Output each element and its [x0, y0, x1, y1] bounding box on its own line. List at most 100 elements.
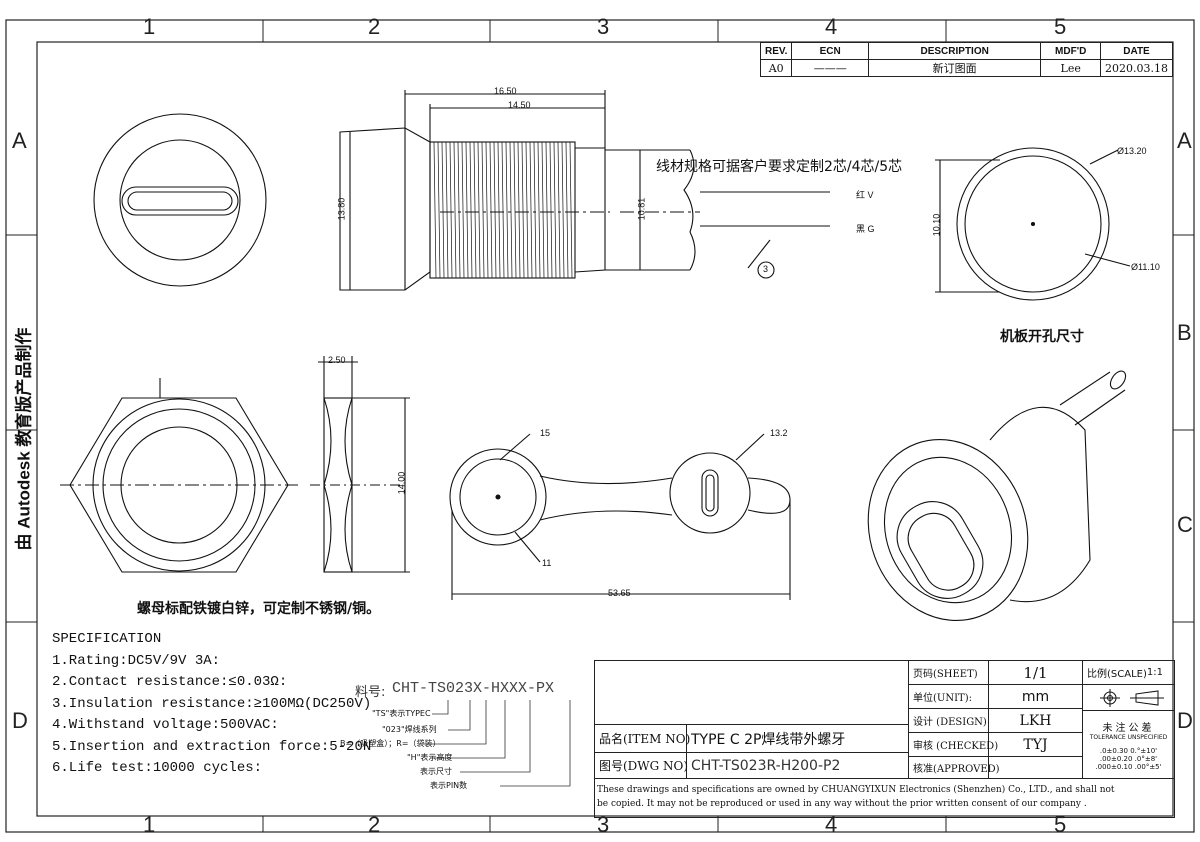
revision-table: REV. ECN DESCRIPTION MDF'D DATE A0 ——— 新…	[759, 42, 1173, 77]
grid-col-2: 2	[368, 14, 381, 39]
spec-item: 5.Insertion and extraction force:5-20N	[52, 738, 372, 755]
grid-col-1-bottom: 1	[143, 812, 156, 837]
dust-cap-view	[449, 433, 791, 600]
thread-line	[477, 141, 481, 279]
spec-title: SPECIFICATION	[52, 631, 162, 647]
dim-16-50: 16.50	[494, 86, 517, 96]
thread-line	[521, 141, 525, 279]
title-block: 品名(ITEM NO) TYPE C 2P焊线带外螺牙 图号(DWG NO) C…	[594, 660, 1175, 818]
legend-023: "023"焊线系列	[382, 725, 437, 734]
item-label: 品名(ITEM NO)	[595, 725, 690, 753]
copyright-line-1: These drawings and specifications are ow…	[597, 785, 1115, 795]
hex-nut-front-view	[60, 378, 298, 573]
dim-11: 11	[542, 558, 552, 568]
grid-col-5-bottom: 5	[1054, 812, 1067, 837]
thread-line	[517, 141, 521, 279]
dwg-value: CHT-TS023R-H200-P2	[687, 753, 909, 779]
thread-line	[537, 141, 541, 279]
panel-cut-title: 机板开孔尺寸	[1000, 329, 1084, 345]
nut-material-note: 螺母标配铁镀白锌，可定制不锈钢/铜。	[137, 601, 381, 617]
thread-line	[433, 141, 437, 279]
thread-line	[533, 141, 537, 279]
legend-pins: 表示PIN数	[430, 781, 468, 790]
legend-height: "H"表示高度	[407, 753, 453, 762]
grid-row-b-right: B	[1177, 320, 1192, 345]
thread-line	[473, 141, 477, 279]
wire-black-label: 黑 G	[856, 224, 875, 234]
grid-row-c-right: C	[1177, 512, 1193, 537]
title-blank	[595, 661, 909, 725]
grid-col-4-bottom: 4	[825, 812, 838, 837]
grid-col-1: 1	[143, 14, 156, 39]
thread-line	[545, 141, 549, 279]
item-value: TYPE C 2P焊线带外螺牙	[687, 725, 909, 753]
thread-line	[445, 141, 449, 279]
sheet-label: 页码(SHEET)	[909, 661, 989, 685]
ecn-value: ———	[791, 59, 869, 77]
legend-size: 表示尺寸	[420, 767, 452, 776]
unit-label: 单位(UNIT):	[909, 685, 989, 709]
dim-2-50: 2.50	[328, 355, 346, 365]
tolerance-sub: TOLERANCE UNSPECIFIED	[1089, 733, 1168, 741]
thread-line	[493, 141, 497, 279]
tolerance-title: 未注公差	[1102, 722, 1155, 734]
spec-item: 6.Life test:10000 cycles:	[52, 760, 263, 776]
dim-14-50: 14.50	[508, 100, 531, 110]
thread-line	[465, 141, 469, 279]
thread-line	[505, 141, 509, 279]
design-value: LKH	[989, 709, 1083, 733]
thread-line	[437, 141, 441, 279]
tolerance-line: .0±0.30 0.°±10'	[1099, 746, 1158, 755]
approved-value	[989, 757, 1083, 779]
scale-cell: 比例(SCALE)1:1	[1083, 661, 1174, 685]
spec-item: 1.Rating:DC5V/9V 3A:	[52, 652, 221, 669]
spec-item: 3.Insulation resistance:≥100MΩ(DC250V)	[52, 695, 372, 712]
thread-line	[441, 141, 445, 279]
approved-label: 核准(APPROVED)	[909, 757, 1000, 779]
sheet-value: 1/1	[989, 661, 1083, 685]
thread-line	[509, 141, 513, 279]
rev-header-rev: REV.	[759, 42, 793, 60]
thread-line	[469, 141, 473, 279]
dim-15: 15	[540, 428, 551, 438]
unit-value: mm	[989, 685, 1083, 709]
checked-label: 审核 (CHECKED)	[909, 733, 998, 757]
dim-13-20: Ø13.20	[1117, 146, 1147, 156]
grid-col-3: 3	[597, 14, 610, 39]
thread-line	[501, 141, 505, 279]
thread-line	[541, 141, 545, 279]
thread-line	[553, 141, 557, 279]
thread-line	[457, 141, 461, 279]
thread-line	[513, 141, 517, 279]
thread-line	[489, 141, 493, 279]
thread-line	[569, 141, 573, 279]
tolerance-line: .00±0.20 .0°±8'	[1099, 754, 1158, 763]
grid-col-4: 4	[825, 14, 838, 39]
dwg-label: 图号(DWG NO)	[595, 753, 688, 779]
checked-value: TYJ	[989, 733, 1083, 757]
part-number-prefix: 料号:	[355, 685, 386, 700]
wire-red-label: 红 V	[856, 190, 874, 200]
thread-line	[449, 141, 453, 279]
thread-line	[529, 141, 533, 279]
rev-value: A0	[759, 59, 793, 77]
thread-line	[565, 141, 569, 279]
legend-packaging: B=（吸塑盒）；R=（袋装）	[340, 739, 441, 748]
front-view-socket	[93, 113, 267, 287]
scale-value: 1:1	[1146, 667, 1163, 678]
scale-label: 比例(SCALE)	[1087, 669, 1147, 680]
thread-line	[485, 141, 489, 279]
grid-col-3-bottom: 3	[597, 812, 610, 837]
side-view-threaded-body	[339, 90, 830, 291]
first-angle-projection-icon	[1099, 688, 1164, 707]
thread-line	[481, 141, 485, 279]
projection-symbol	[1083, 685, 1174, 711]
spec-item: 2.Contact resistance:≤0.03Ω:	[52, 674, 288, 690]
thread-line	[561, 141, 565, 279]
dim-13-2: 13.2	[770, 428, 788, 438]
isometric-connector-view	[867, 370, 1127, 622]
description-value: 新订图面	[867, 59, 1042, 77]
hex-nut-side-view	[310, 356, 410, 573]
